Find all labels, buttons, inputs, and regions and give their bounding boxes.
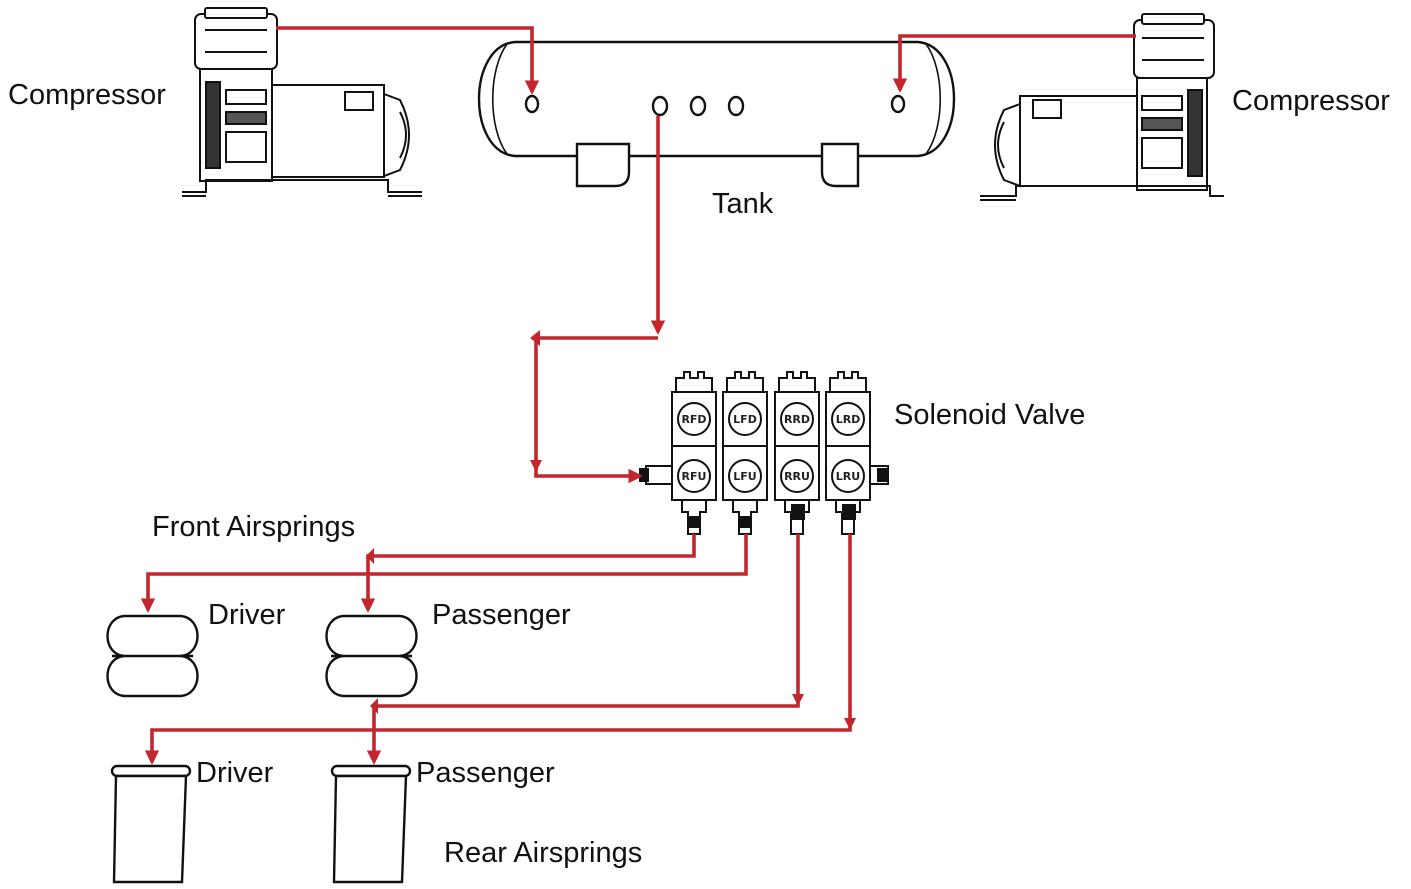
label-compressor-right: Compressor [1232,85,1390,117]
label-tank: Tank [712,188,774,220]
valve-code-rfu: RFU [682,470,707,483]
junction-arrows [366,330,856,730]
valve-code-lfd: LFD [733,413,757,426]
valve-code-rru: RRU [784,470,810,483]
front-airspring-driver [106,614,199,698]
air-line-junction-to-valve [534,336,658,484]
rear-airspring-driver [110,764,192,884]
label-rear-driver: Driver [196,757,274,789]
valve-codes: RFD LFD RRD LRD RFU LFU RRU LRU [681,413,860,483]
valve-code-lfu: LFU [733,470,756,483]
air-line-rru-to-rear-passenger [366,534,800,765]
valve-code-rrd: RRD [784,413,810,426]
air-tank [477,40,956,188]
label-compressor-left: Compressor [8,79,166,111]
rear-airspring-passenger [330,764,412,884]
air-line-right-compressor-to-tank [892,34,1136,93]
air-line-lru-to-rear-driver [144,534,852,765]
front-airspring-passenger [325,614,418,698]
compressor-left [182,7,422,197]
compressor-right [980,13,1224,201]
label-solenoid-valve: Solenoid Valve [894,399,1085,431]
label-rear-passenger: Passenger [416,757,555,789]
valve-code-lru: LRU [836,470,860,483]
valve-code-rfd: RFD [681,413,706,426]
valve-code-lrd: LRD [836,413,861,426]
labels: Compressor Compressor Tank Solenoid Valv… [8,79,1390,869]
solenoid-valve-block [639,371,889,535]
air-lines [140,26,1136,765]
label-rear-airsprings: Rear Airsprings [444,837,642,869]
air-line-lfu-to-front-left [140,534,748,613]
label-front-driver: Driver [208,599,286,631]
label-front-passenger: Passenger [432,599,571,631]
label-front-airsprings: Front Airsprings [152,511,355,543]
air-line-left-compressor-to-tank [276,26,540,95]
